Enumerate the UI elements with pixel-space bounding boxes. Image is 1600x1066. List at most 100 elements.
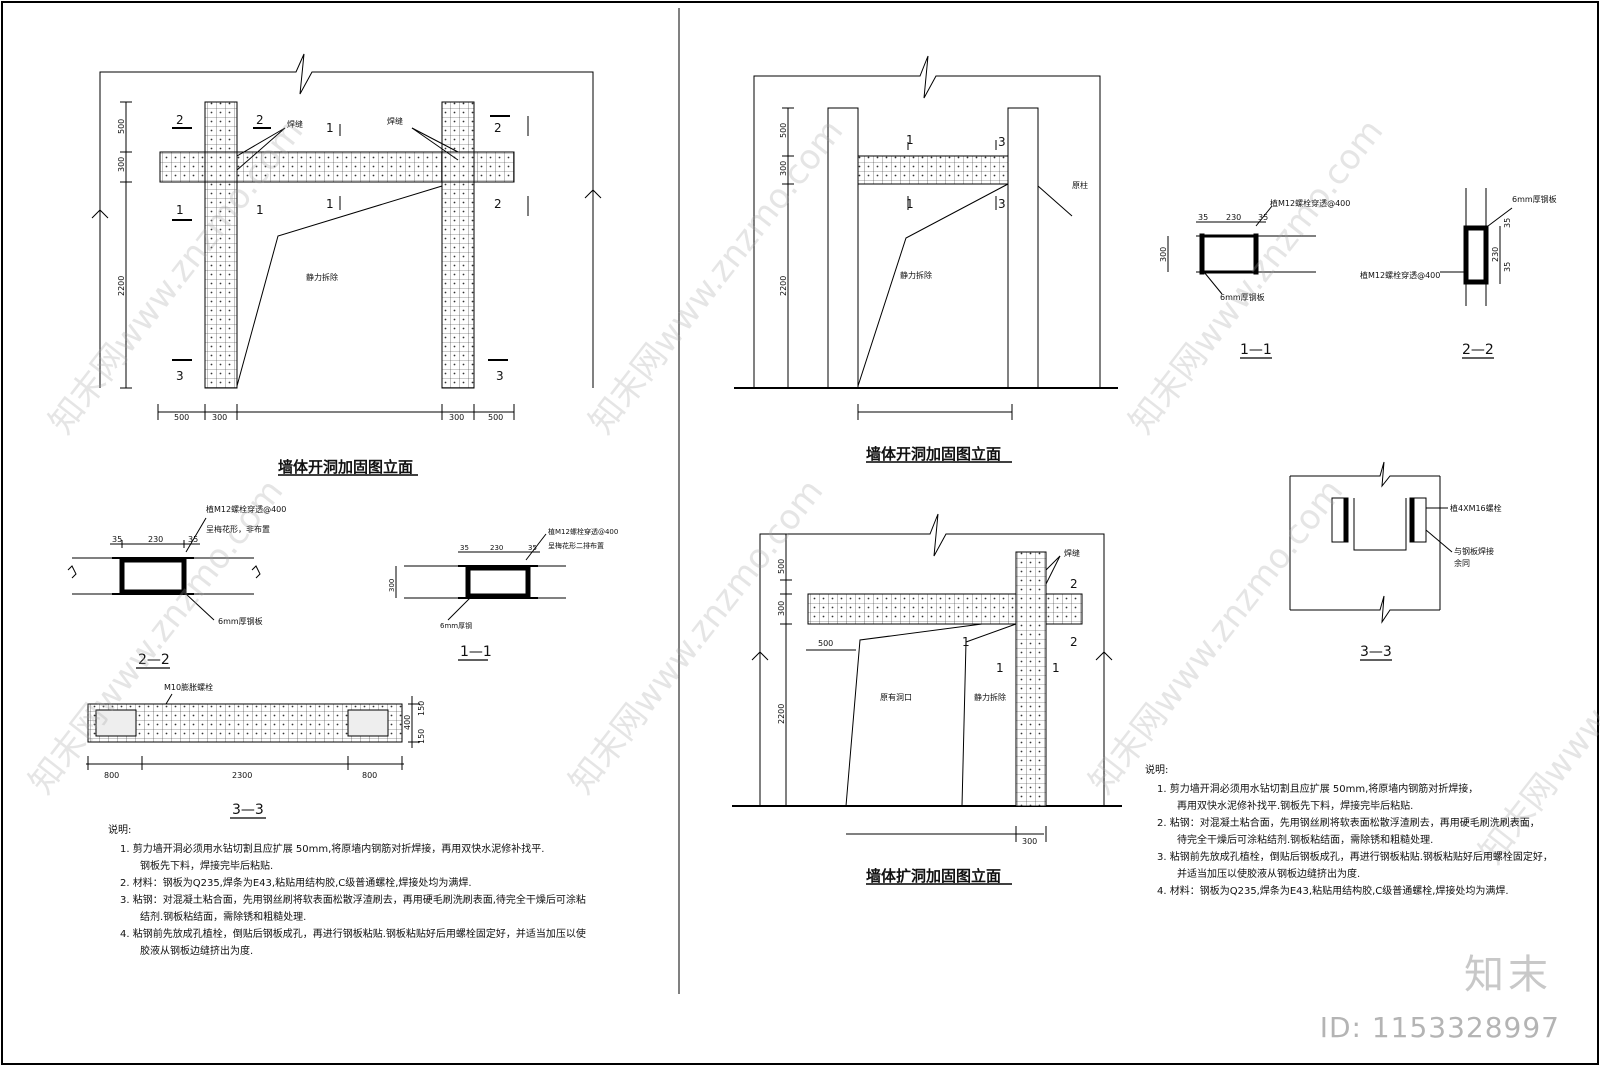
r-sec22-dim-a: 35 bbox=[1503, 218, 1512, 228]
left-note-line: 3. 粘钢：对混凝土粘合面，先用钢丝刷将软表面松散浮渣刷去，再用硬毛刷洗刷表面,… bbox=[120, 895, 586, 906]
r-sec33-bolt: 植4XM16螺栓 bbox=[1450, 503, 1502, 513]
detail33-dim-v3: 150 bbox=[417, 729, 426, 744]
label-sec2a: 2 bbox=[176, 113, 184, 127]
dim-v-500: 500 bbox=[117, 119, 126, 134]
right-section-1-1 bbox=[1167, 205, 1316, 359]
r1-sec1a: 1 bbox=[906, 133, 914, 147]
r-sec22-bolt: 植M12螺栓穿透@400 bbox=[1360, 270, 1440, 280]
left-notes-head: 说明: bbox=[108, 825, 132, 836]
right-note-line: 1. 剪力墙开洞必须用水钻切割且应扩展 50mm,将原墙内钢筋对折焊接， bbox=[1157, 784, 1479, 795]
r2-dim-300b: 300 bbox=[1022, 837, 1037, 846]
right-elevation-1 bbox=[734, 55, 1118, 463]
r2-dim-300: 300 bbox=[777, 601, 786, 616]
label-sec1c: 1 bbox=[256, 203, 264, 217]
left-main-title: 墙体开洞加固图立面 bbox=[278, 458, 413, 476]
detail11-dim-c: 35 bbox=[528, 544, 537, 552]
detail22-dim-b: 230 bbox=[148, 535, 163, 544]
label-sec2c: 2 bbox=[494, 121, 502, 135]
left-note-line: 1. 剪力墙开洞必须用水钻切割且应扩展 50mm,将原墙内钢筋对折焊接，再用双快… bbox=[120, 844, 545, 855]
r-sec22-title: 2—2 bbox=[1462, 342, 1494, 358]
r2-sec2a: 2 bbox=[1070, 577, 1078, 591]
left-detail-1-1 bbox=[395, 533, 566, 661]
r1-dim-500: 500 bbox=[779, 123, 788, 138]
r2-dim-2200: 2200 bbox=[777, 704, 786, 724]
detail33-dim-c: 800 bbox=[362, 771, 377, 780]
right-elev1-title: 墙体开洞加固图立面 bbox=[866, 445, 1001, 463]
right-notes: 说明: 1. 剪力墙开洞必须用水钻切割且应扩展 50mm,将原墙内钢筋对折焊接，… bbox=[1145, 762, 1555, 900]
detail33-dim-v1: 150 bbox=[417, 701, 426, 716]
detail22-plate: 6mm厚钢板 bbox=[218, 616, 263, 626]
r-sec33-weld2: 余同 bbox=[1454, 558, 1470, 568]
r2-weld: 焊缝 bbox=[1064, 548, 1080, 558]
left-note-line: 钢板先下料，焊接完毕后粘贴. bbox=[140, 861, 274, 872]
r1-static-demolish: 静力拆除 bbox=[900, 270, 932, 280]
left-note-line: 4. 粘钢前先放成孔植栓，倒贴后钢板成孔，再进行钢板粘贴.钢板粘贴好后用螺栓固定… bbox=[120, 929, 586, 940]
detail22-dim-c: 35 bbox=[188, 535, 198, 544]
dim-v-300: 300 bbox=[117, 157, 126, 172]
r2-orig-opening: 原有洞口 bbox=[880, 692, 912, 702]
r-sec33-weld: 与钢板焊接 bbox=[1454, 546, 1494, 556]
label-sec1d: 1 bbox=[326, 197, 334, 211]
right-elev2-title: 墙体扩洞加固图立面 bbox=[866, 867, 1001, 885]
r-sec22-dim-b: 230 bbox=[1491, 247, 1500, 262]
r1-orig-col: 原柱 bbox=[1072, 180, 1088, 190]
detail11-note: 呈梅花形二排布置 bbox=[548, 541, 604, 550]
dim-h-b: 300 bbox=[212, 413, 227, 422]
brand-logo: 知末 bbox=[1464, 952, 1552, 998]
r-sec11-dim-v: 300 bbox=[1159, 247, 1168, 262]
detail33-title: 3—3 bbox=[232, 802, 264, 818]
left-note-line: 结剂.钢板粘结面，需除锈和粗糙处理. bbox=[140, 912, 307, 923]
r2-sec1a: 1 bbox=[962, 635, 970, 649]
r2-sec2b: 2 bbox=[1070, 635, 1078, 649]
r2-static-demolish: 静力拆除 bbox=[974, 692, 1006, 702]
right-section-3-3 bbox=[1289, 461, 1453, 661]
detail33-dim-v2: 400 bbox=[403, 715, 412, 730]
right-note-line: 并适当加压以使胶液从钢板边缝挤出为度. bbox=[1177, 869, 1361, 880]
label-sec1b: 1 bbox=[176, 203, 184, 217]
detail11-title: 1—1 bbox=[460, 644, 492, 660]
label-sec3a: 3 bbox=[176, 369, 184, 383]
r-sec11-dim-b: 230 bbox=[1226, 213, 1241, 222]
label-sec1a: 1 bbox=[326, 121, 334, 135]
label-sec2b: 2 bbox=[256, 113, 264, 127]
r-sec33-title: 3—3 bbox=[1360, 644, 1392, 660]
r-sec11-bolt: 植M12螺栓穿透@400 bbox=[1270, 198, 1350, 208]
r2-sec1c: 1 bbox=[1052, 661, 1060, 675]
r2-dim-500: 500 bbox=[777, 559, 786, 574]
label-static-demolish: 静力拆除 bbox=[306, 272, 338, 282]
left-notes: 说明: 1. 剪力墙开洞必须用水钻切割且应扩展 50mm,将原墙内钢筋对折焊接，… bbox=[108, 822, 628, 960]
r1-sec1b: 1 bbox=[906, 197, 914, 211]
r-sec11-plate: 6mm厚钢板 bbox=[1220, 292, 1265, 302]
dim-v-2200: 2200 bbox=[117, 276, 126, 296]
detail22-note: 呈梅花形，非布置 bbox=[206, 524, 270, 534]
r1-sec3a: 3 bbox=[998, 135, 1006, 149]
r-sec11-title: 1—1 bbox=[1240, 342, 1272, 358]
right-note-line: 3. 粘钢前先放成孔植栓，倒贴后钢板成孔，再进行钢板粘贴.钢板粘贴好后用螺栓固定… bbox=[1157, 852, 1553, 863]
right-section-2-2 bbox=[1440, 188, 1513, 359]
detail33-bolt: M10膨胀螺栓 bbox=[164, 682, 213, 692]
r2-sec1b: 1 bbox=[996, 661, 1004, 675]
label-sec2d: 2 bbox=[494, 197, 502, 211]
left-detail-3-3 bbox=[86, 693, 420, 819]
r1-dim-2200: 2200 bbox=[779, 276, 788, 296]
detail22-title: 2—2 bbox=[138, 652, 170, 668]
dim-h-d: 500 bbox=[488, 413, 503, 422]
right-note-line: 2. 粘钢：对混凝土粘合面，先用钢丝刷将软表面松散浮渣刷去，再用硬毛刷洗刷表面， bbox=[1157, 818, 1540, 829]
detail11-dim-b: 230 bbox=[490, 544, 503, 552]
detail11-bolt: 植M12螺栓穿透@400 bbox=[548, 527, 618, 536]
detail22-bolt: 植M12螺栓穿透@400 bbox=[206, 504, 286, 514]
label-sec3b: 3 bbox=[496, 369, 504, 383]
right-note-line: 待完全干燥后可涂粘结剂.钢板粘结面，需除锈和粗糙处理. bbox=[1177, 835, 1434, 846]
label-weld-1: 焊缝 bbox=[287, 119, 303, 129]
detail11-dim-v: 300 bbox=[388, 579, 396, 592]
right-elevation-2 bbox=[732, 513, 1122, 885]
detail11-dim-a: 35 bbox=[460, 544, 469, 552]
r-sec22-plate: 6mm厚钢板 bbox=[1512, 194, 1557, 204]
dim-h-a: 500 bbox=[174, 413, 189, 422]
detail33-dim-a: 800 bbox=[104, 771, 119, 780]
left-elevation bbox=[91, 53, 602, 476]
r-sec22-dim-c: 35 bbox=[1503, 262, 1512, 272]
left-detail-2-2 bbox=[67, 517, 261, 669]
